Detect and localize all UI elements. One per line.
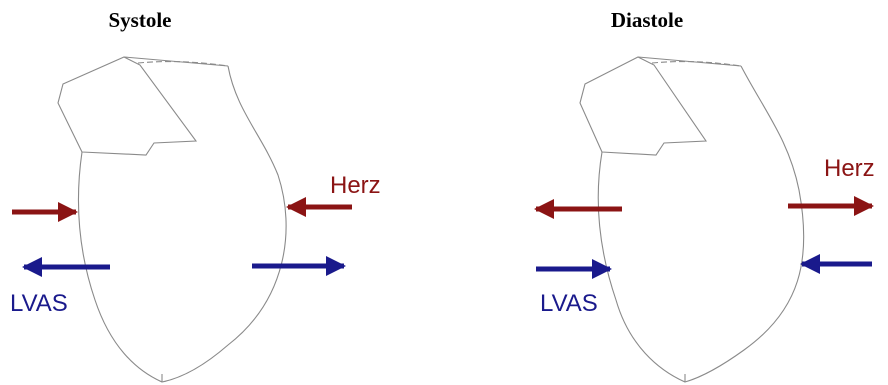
herz-label: Herz bbox=[330, 172, 381, 199]
herz-label: Herz bbox=[824, 155, 875, 182]
heart-outline bbox=[57, 56, 287, 383]
systole-panel: Systole Herz LVAS bbox=[10, 8, 381, 383]
lvas-label: LVAS bbox=[540, 290, 598, 317]
panel-title-systole: Systole bbox=[108, 8, 172, 32]
diastole-panel: Diastole Herz LVAS bbox=[444, 0, 888, 385]
heart-outline bbox=[579, 56, 805, 383]
lvas-label: LVAS bbox=[10, 290, 68, 317]
panel-title-diastole: Diastole bbox=[610, 8, 684, 32]
diastole-diagram: Herz LVAS bbox=[534, 56, 875, 383]
systole-diagram: Herz LVAS bbox=[10, 56, 381, 383]
